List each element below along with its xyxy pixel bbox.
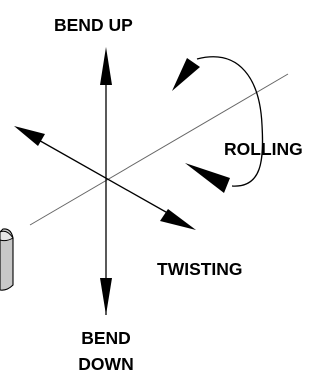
bend-down-label-line1: BEND bbox=[81, 328, 131, 348]
rolling-lower-arrowhead bbox=[185, 163, 230, 193]
rolling-curve bbox=[196, 56, 264, 187]
upper-left-arrowhead bbox=[14, 126, 45, 146]
bend-up-arrowhead bbox=[100, 47, 112, 85]
rolling-label: ROLLING bbox=[224, 139, 303, 159]
bend-down-arrowhead bbox=[100, 278, 112, 315]
bend-down-label-line2: DOWN bbox=[78, 354, 133, 374]
bend-up-label: BEND UP bbox=[54, 15, 133, 35]
twisting-arrowhead bbox=[160, 209, 196, 230]
rolling-upper-arrowhead bbox=[172, 58, 200, 91]
cylinder-object bbox=[0, 228, 14, 291]
twisting-label: TWISTING bbox=[157, 259, 243, 279]
rolling-axis-line bbox=[29, 73, 289, 226]
twisting-axis bbox=[27, 133, 181, 221]
